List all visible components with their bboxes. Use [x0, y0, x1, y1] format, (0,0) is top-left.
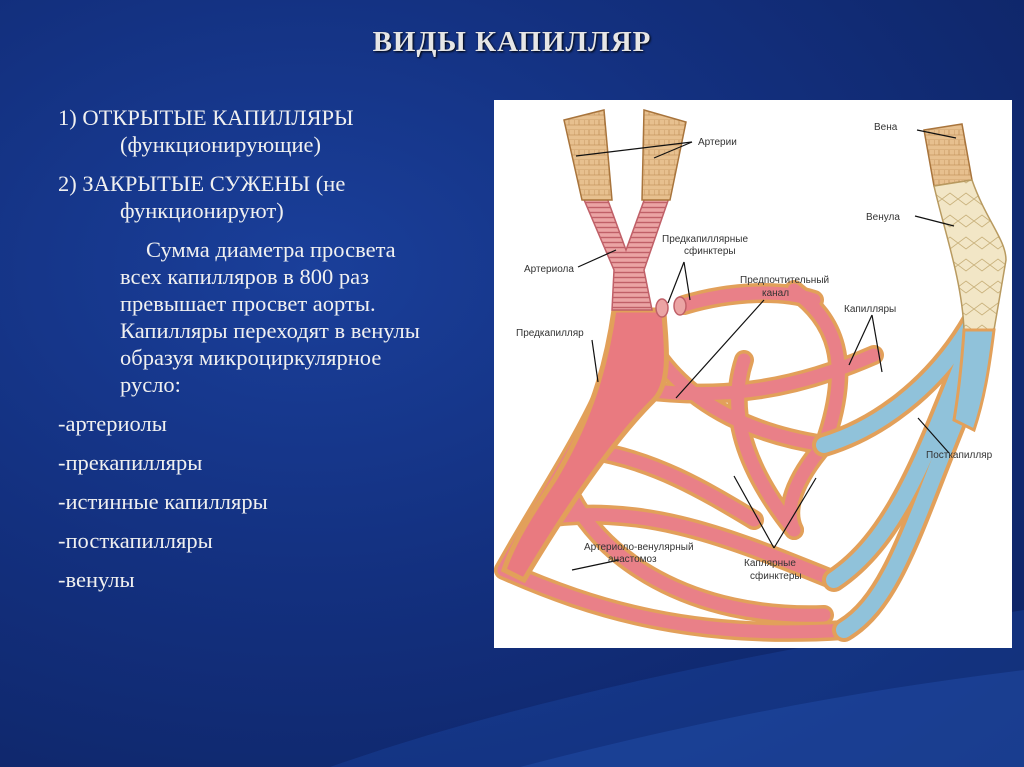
item-open-capillaries: 1) ОТКРЫТЫЕ КАПИЛЛЯРЫ — [58, 105, 354, 130]
label-ava-1: Артериоло-венулярный — [584, 542, 694, 553]
label-preferred-channel-1: Предпочтительный — [740, 275, 829, 286]
leader-lines — [571, 129, 957, 571]
label-precapillary-sphincters-2: сфинктеры — [684, 245, 736, 257]
label-capillary-sphincters-1: Каплярные — [744, 558, 796, 569]
label-precapillary: Предкапилляр — [516, 328, 584, 339]
diagram-svg: Артерии Вена Венула Артериола Предкапилл… — [494, 109, 1007, 642]
precapillary-vessel — [500, 307, 669, 584]
label-precapillary-sphincters-1: Предкапиллярные — [662, 234, 748, 245]
label-ava-2: анастомоз — [608, 554, 657, 565]
list-item-postcapillaries: -посткапилляры — [58, 528, 213, 553]
item-closed-capillaries-note: функционируют) — [120, 198, 284, 223]
vein-venule — [923, 123, 1007, 433]
list-item-true-capillaries: -истинные капилляры — [58, 489, 268, 514]
item-closed-capillaries: 2) ЗАКРЫТЫЕ СУЖЕНЫ (не — [58, 171, 346, 196]
paragraph-line-4: Капилляры переходят в венулы — [120, 318, 420, 343]
label-arteriole: Артериола — [524, 264, 574, 275]
label-capillary-sphincters-2: сфинктеры — [750, 570, 802, 582]
paragraph-line-2: всех капилляров в 800 раз — [120, 264, 369, 289]
paragraph-line-3: превышает просвет аорты. — [120, 291, 376, 316]
item-open-capillaries-note: (функционирующие) — [120, 132, 322, 157]
label-preferred-channel-2: канал — [762, 288, 789, 299]
list-item-arterioles: -артериолы — [58, 411, 167, 436]
list-item-precapillaries: -прекапилляры — [58, 450, 203, 475]
label-capillaries: Капилляры — [844, 304, 896, 315]
label-venule: Венула — [866, 212, 900, 223]
diagram-labels: Артерии Вена Венула Артериола Предкапилл… — [516, 122, 993, 582]
slide-title: ВИДЫ КАПИЛЛЯР — [372, 26, 652, 58]
list-item-venules: -венулы — [58, 567, 135, 592]
label-vein: Вена — [874, 122, 898, 133]
label-arteries: Артерии — [698, 137, 737, 148]
body-text: 1) ОТКРЫТЫЕ КАПИЛЛЯРЫ (функционирующие) … — [58, 104, 498, 593]
paragraph-line-6: русло: — [120, 372, 181, 397]
microcirculation-diagram: Артерии Вена Венула Артериола Предкапилл… — [494, 100, 1012, 648]
paragraph-line-5: образуя микроциркулярное — [120, 345, 382, 370]
precapillary-sphincters — [655, 296, 687, 318]
label-postcapillary: Посткапилляр — [926, 450, 993, 461]
arteriole — [580, 194, 672, 311]
paragraph-line-1: Сумма диаметра просвета — [146, 237, 396, 262]
